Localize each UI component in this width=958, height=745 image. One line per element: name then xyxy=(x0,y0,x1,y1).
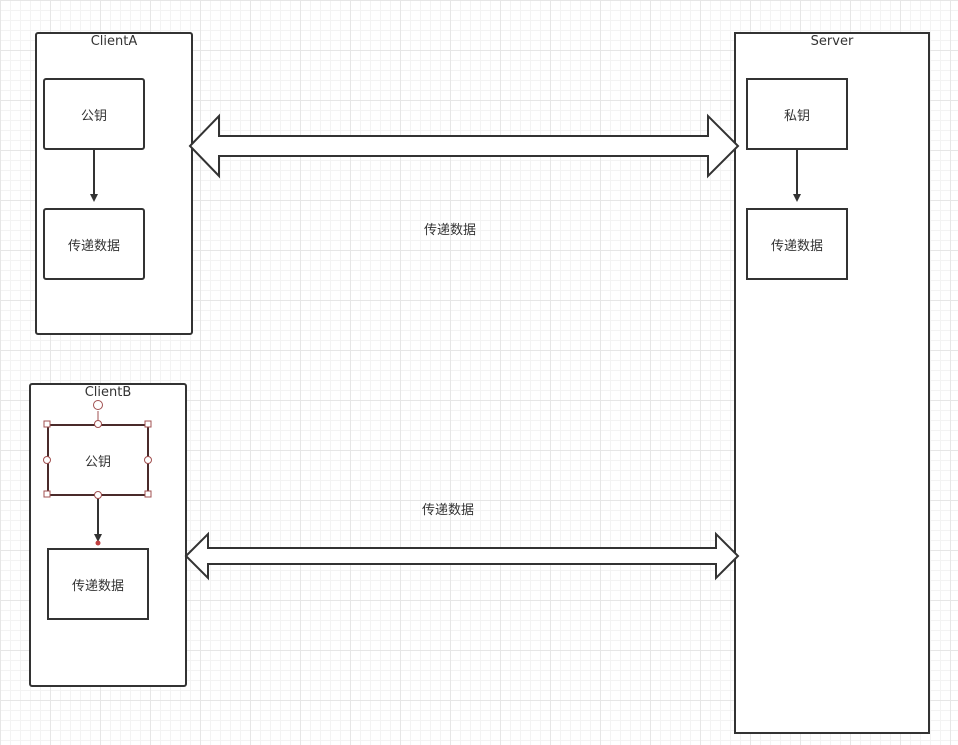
connection-point-right xyxy=(144,456,152,464)
client-a-data-node[interactable]: 传递数据 xyxy=(43,208,145,280)
rotate-handle-icon xyxy=(93,400,103,410)
selection-handles[interactable] xyxy=(43,400,152,499)
client-b-data-node[interactable]: 传递数据 xyxy=(47,548,149,620)
client-b-arrow-endpoint-icon xyxy=(95,540,101,546)
client-b-title: ClientB xyxy=(84,385,132,400)
client-a-server-double-arrow[interactable] xyxy=(188,113,740,179)
resize-handle-top-right xyxy=(144,420,152,428)
resize-handle-bottom-right xyxy=(144,490,152,498)
server-title: Server xyxy=(810,34,854,49)
client-a-public-key-node[interactable]: 公钥 xyxy=(43,78,145,150)
client-b-public-key-label: 公钥 xyxy=(84,454,111,470)
server-data-node[interactable]: 传递数据 xyxy=(746,208,848,280)
client-a-public-key-label: 公钥 xyxy=(80,108,107,124)
resize-handle-top-left xyxy=(43,420,51,428)
server-private-key-label: 私钥 xyxy=(783,108,810,124)
edge-label-client-b-server: 传递数据 xyxy=(422,503,475,518)
connection-point-bottom xyxy=(94,491,102,499)
client-b-public-key-node[interactable]: 公钥 xyxy=(47,424,149,496)
client-b-server-double-arrow[interactable] xyxy=(184,531,740,581)
client-b-data-label: 传递数据 xyxy=(71,578,124,594)
client-a-data-label: 传递数据 xyxy=(67,238,120,254)
client-a-title: ClientA xyxy=(90,34,138,49)
connection-point-top xyxy=(94,420,102,428)
server-private-key-node[interactable]: 私钥 xyxy=(746,78,848,150)
resize-handle-bottom-left xyxy=(43,490,51,498)
connection-point-left xyxy=(43,456,51,464)
edge-label-client-a-server: 传递数据 xyxy=(424,223,477,238)
server-data-label: 传递数据 xyxy=(770,238,823,254)
